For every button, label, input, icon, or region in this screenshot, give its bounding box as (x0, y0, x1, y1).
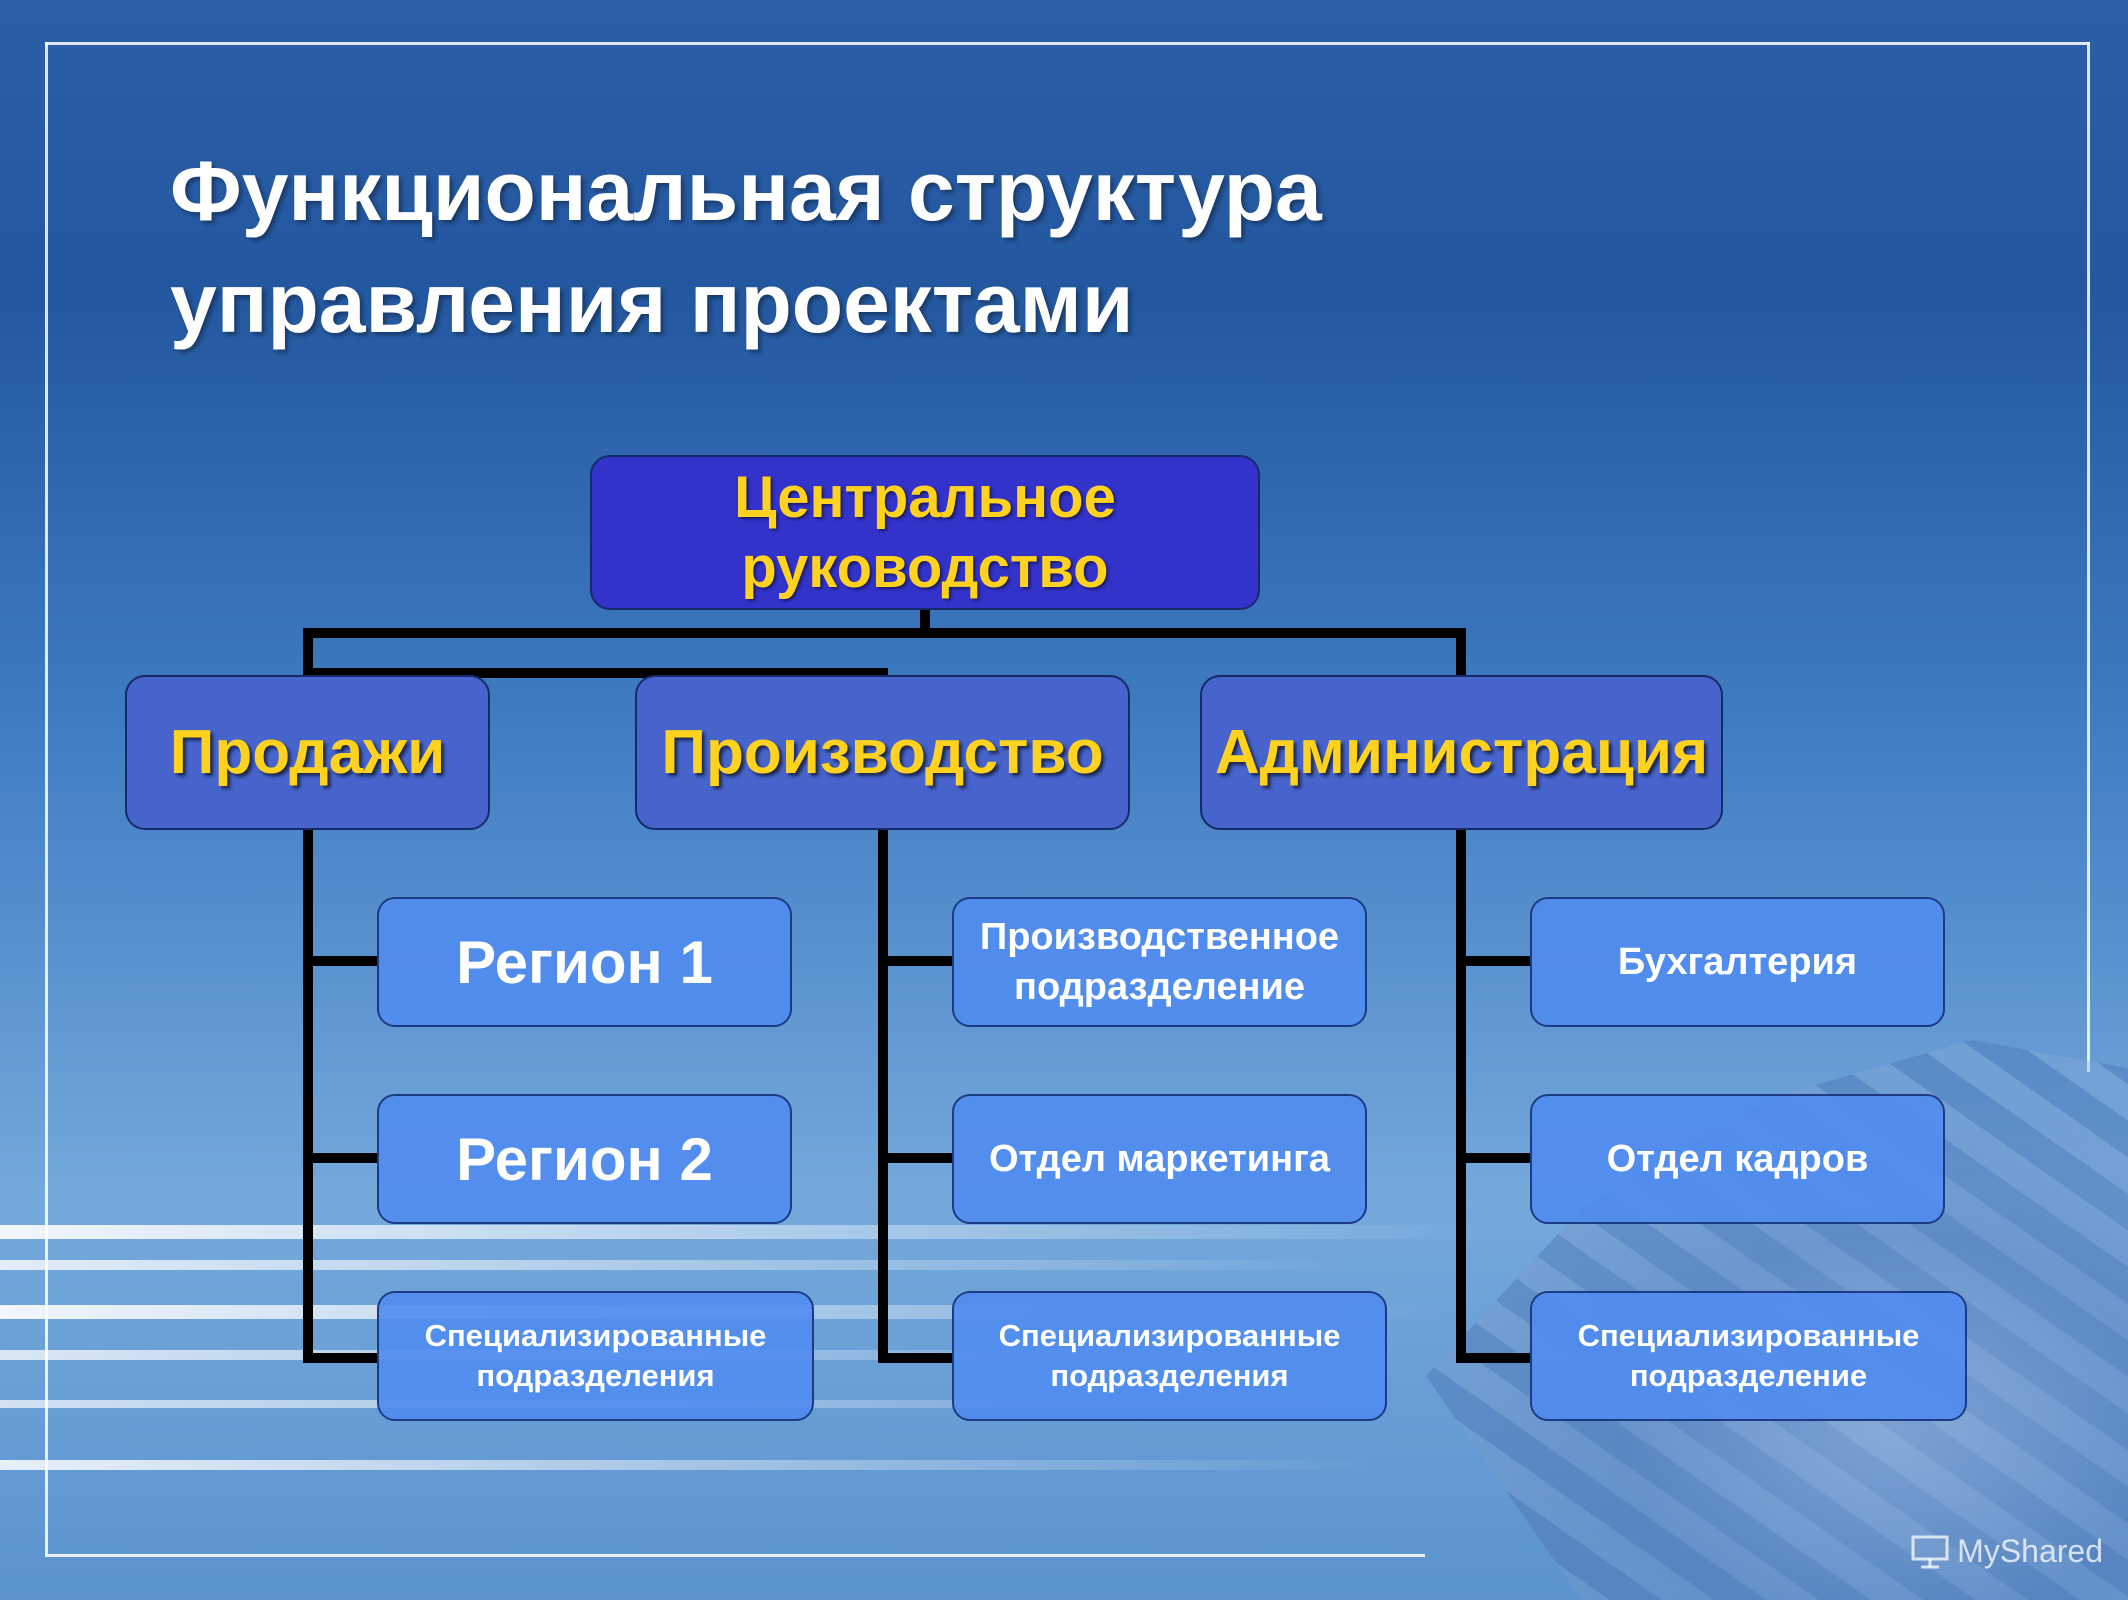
node-label: подразделение (1629, 1358, 1868, 1393)
node-region-2: Регион 2 (377, 1094, 792, 1224)
node-production-specialized: Специализированные подразделения (952, 1291, 1387, 1421)
connector-line (1456, 828, 1466, 1363)
connector-line (878, 1353, 953, 1363)
watermark-text: MyShared (1957, 1533, 2103, 1569)
node-label: Производственное (979, 916, 1340, 958)
node-production-unit: Производственное подразделение (952, 897, 1367, 1027)
connector-line (303, 956, 378, 966)
node-label: Бухгалтерия (1617, 941, 1858, 983)
node-label: Центральное (734, 464, 1116, 530)
connector-line (303, 828, 313, 1363)
node-sales: Продажи (125, 675, 490, 830)
connector-line (1456, 628, 1466, 678)
connector-line (303, 668, 888, 678)
slide-frame-right (2087, 42, 2090, 1072)
node-accounting: Бухгалтерия (1530, 897, 1945, 1027)
connector-line (303, 1153, 378, 1163)
slide-title-line: Функциональная структура (170, 144, 1322, 238)
node-sales-specialized: Специализированные подразделения (377, 1291, 814, 1421)
node-label: Отдел маркетинга (988, 1138, 1331, 1180)
node-label: Отдел кадров (1606, 1138, 1869, 1180)
node-label: Регион 2 (456, 1125, 713, 1193)
node-production: Производство (635, 675, 1130, 830)
decorative-stripe (0, 1225, 1500, 1239)
slide-title-line: управления проектами (170, 256, 1134, 350)
decorative-stripe (0, 1260, 1350, 1270)
node-label: подразделения (476, 1358, 715, 1393)
node-label: Регион 1 (456, 928, 713, 996)
slide-frame-left (45, 42, 48, 1557)
connector-line (303, 628, 1466, 638)
connector-line (1456, 956, 1531, 966)
slide-frame-top (45, 42, 2090, 45)
node-label: Производство (661, 718, 1104, 787)
decorative-stripe (0, 1460, 1380, 1470)
node-label: Продажи (169, 718, 446, 787)
node-label: подразделение (1014, 966, 1305, 1008)
connector-line (1456, 1353, 1531, 1363)
node-label: Администрация (1214, 718, 1709, 787)
node-administration: Администрация (1200, 675, 1723, 830)
node-label: руководство (741, 534, 1109, 600)
node-central-management: Центральное руководство (590, 455, 1260, 610)
connector-line (878, 956, 953, 966)
connector-line (1456, 1153, 1531, 1163)
presentation-icon (1911, 1535, 1949, 1568)
connector-line (878, 828, 888, 1363)
slide-frame-bottom (45, 1554, 1425, 1557)
node-label: Специализированные (1577, 1318, 1920, 1353)
connector-line (878, 1153, 953, 1163)
node-label: подразделения (1050, 1358, 1289, 1393)
node-region-1: Регион 1 (377, 897, 792, 1027)
connector-line (920, 608, 930, 633)
connector-line (303, 1353, 378, 1363)
node-label: Специализированные (998, 1318, 1341, 1353)
node-marketing: Отдел маркетинга (952, 1094, 1367, 1224)
node-admin-specialized: Специализированные подразделение (1530, 1291, 1967, 1421)
connector-line (303, 628, 313, 678)
slide-title: Функциональная структура управления прое… (170, 135, 1322, 359)
node-label: Специализированные (424, 1318, 767, 1353)
watermark: MyShared (1911, 1533, 2103, 1570)
node-hr: Отдел кадров (1530, 1094, 1945, 1224)
